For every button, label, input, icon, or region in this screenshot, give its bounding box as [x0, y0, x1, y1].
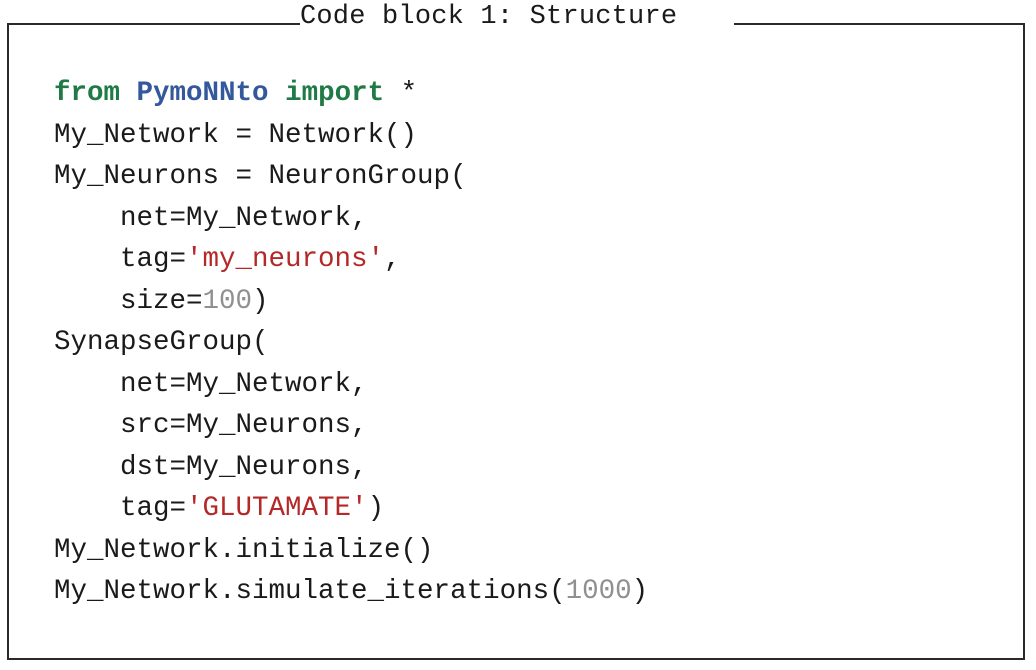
border-right-segment	[734, 23, 1025, 25]
code-block-frame	[7, 23, 1025, 660]
code-line-3: My_Neurons = NeuronGroup(	[54, 161, 467, 192]
code-line-12: My_Network.initialize()	[54, 534, 434, 566]
code-line-8: net=My_Network,	[54, 368, 368, 400]
border-left-segment	[7, 23, 300, 25]
code-line-11: tag='GLUTAMATE')	[54, 488, 648, 530]
code-line-13: My_Network.simulate_iterations(1000)	[54, 571, 648, 613]
code-block-top-border	[7, 23, 1025, 25]
code-line-9: src=My_Neurons,	[54, 410, 368, 441]
keyword-from: from	[54, 78, 121, 109]
code-line-5: tag='my_neurons',	[54, 239, 648, 281]
code-text: tag=	[54, 493, 187, 524]
import-wildcard: *	[384, 78, 418, 109]
code-text: My_Network.simulate_iterations(	[54, 576, 566, 607]
code-text: )	[631, 576, 649, 607]
code-line-7: SynapseGroup(	[54, 327, 269, 358]
code-line-10: dst=My_Neurons,	[54, 451, 368, 483]
code-line-4: net=My_Network,	[54, 202, 368, 234]
code-line-1: from PymoNNto import *	[54, 73, 648, 115]
code-listing: from PymoNNto import * My_Network = Netwo…	[54, 73, 648, 613]
code-line-6: size=100)	[54, 281, 648, 323]
code-text: tag=	[54, 244, 187, 275]
code-text: )	[367, 493, 385, 524]
code-line-2: My_Network = Network()	[54, 119, 418, 151]
code-text: size=	[54, 285, 203, 317]
module-name: PymoNNto	[136, 78, 269, 109]
number-literal: 100	[202, 285, 253, 317]
string-literal: 'my_neurons'	[186, 244, 385, 275]
string-literal: 'GLUTAMATE'	[186, 493, 368, 524]
number-literal: 1000	[565, 576, 632, 607]
code-text: ,	[384, 244, 401, 275]
code-text: )	[252, 285, 269, 317]
keyword-import: import	[285, 78, 385, 109]
code-block-caption: Code block 1: Structure	[300, 2, 678, 32]
